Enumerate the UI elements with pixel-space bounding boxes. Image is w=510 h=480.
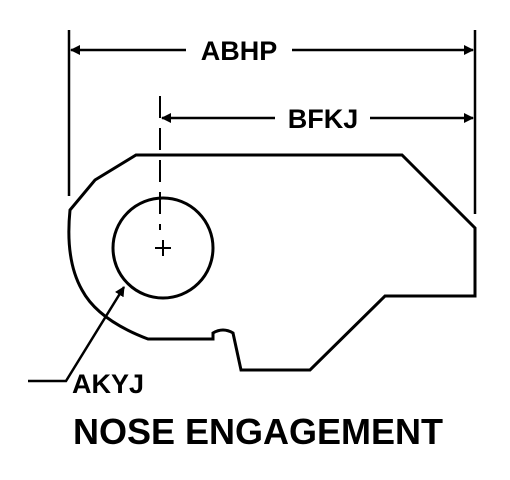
hole-diameter-label: AKYJ [72,369,144,399]
hole-leader-line [28,286,126,383]
overall-length-label: ABHP [201,36,278,66]
part-outline [67,153,477,372]
diagram-caption: NOSE ENGAGEMENT [73,411,443,452]
hole-circle [111,196,215,300]
center-to-edge-label: BFKJ [288,104,359,134]
